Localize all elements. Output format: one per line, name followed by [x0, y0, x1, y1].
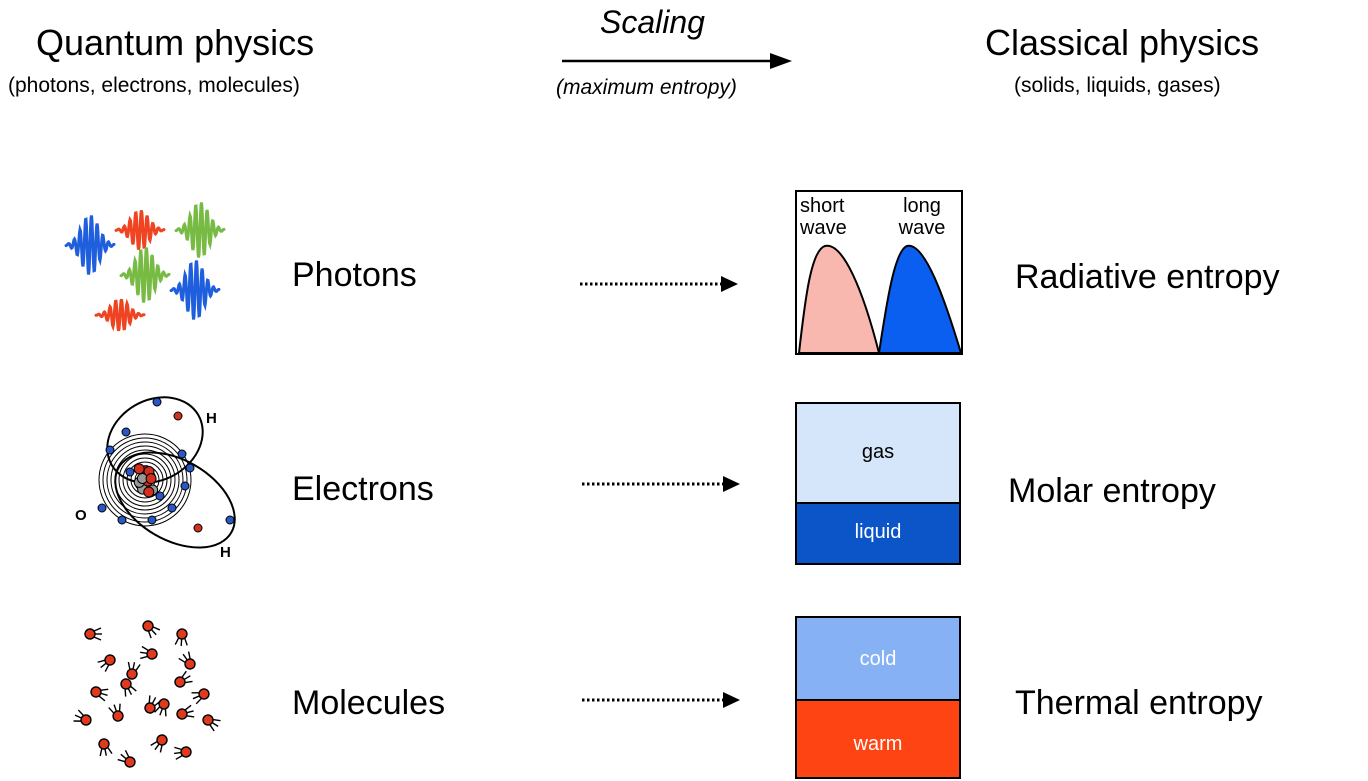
electron: [105, 445, 115, 455]
gas-molecule: [73, 709, 92, 726]
gas-molecule: [108, 703, 124, 722]
gas-molecule: [174, 746, 192, 760]
scaling-arrow: [562, 53, 792, 69]
photons-label: Photons: [292, 256, 417, 294]
photon-packet: [169, 260, 221, 320]
long-wave-label-line1: long: [903, 195, 941, 217]
molecules-gas-icon: [73, 620, 221, 768]
scaling-sublabel: (maximum entropy): [556, 76, 737, 99]
radiative-spectrum-diagram: [795, 190, 963, 355]
temperature-diagram: [795, 616, 961, 779]
orbit-ring: [114, 451, 236, 549]
long-wave-label-line2: wave: [898, 217, 946, 239]
nucleon: [143, 486, 155, 498]
photon-packet: [114, 210, 166, 250]
photon-packet: [119, 247, 171, 303]
electron: [152, 397, 162, 407]
nucleon: [133, 463, 145, 475]
gas-molecule: [120, 678, 137, 697]
gas-molecule: [174, 670, 193, 688]
cold-region: [795, 616, 961, 701]
photon-packet: [174, 202, 226, 258]
electron: [147, 515, 157, 525]
warm-region: [795, 699, 961, 779]
hydrogen-bottom-label: H: [220, 544, 231, 561]
electron: [117, 515, 127, 525]
electron: [121, 427, 131, 437]
quantum-physics-title: Quantum physics: [36, 22, 315, 63]
short-wave-label-line2: wave: [800, 217, 847, 239]
photons-wave-icon: [64, 202, 226, 332]
molar-entropy-label: Molar entropy: [1008, 472, 1216, 510]
oxygen-label: O: [75, 507, 87, 524]
gas-molecule: [154, 698, 170, 717]
electron-shell: [118, 453, 172, 507]
photon-packet: [64, 215, 116, 275]
electron-shell: [106, 441, 184, 519]
gas-molecule: [98, 738, 113, 757]
gas-molecule: [150, 734, 168, 753]
electron: [185, 463, 195, 473]
long-wave-label: long wave: [884, 195, 960, 239]
electron-shell: [98, 433, 192, 527]
electron: [97, 503, 107, 513]
electron: [177, 449, 187, 459]
quantum-physics-subtitle: (photons, electrons, molecules): [8, 74, 300, 97]
gas-molecule: [176, 704, 195, 720]
short-wave-peak: [797, 244, 881, 354]
electron: [225, 515, 235, 525]
gas-molecule: [144, 695, 161, 714]
photon-packet: [94, 298, 146, 332]
proton: [193, 523, 203, 533]
gas-molecule: [140, 645, 158, 660]
proton: [173, 411, 183, 421]
scaling-label: Scaling: [600, 4, 705, 40]
molecules-dotted-arrow: [582, 692, 740, 708]
nucleon: [145, 473, 157, 485]
photons-dotted-arrow: [580, 276, 738, 292]
gas-region: [795, 402, 961, 504]
electron-shell: [122, 457, 168, 503]
gas-molecule: [97, 654, 116, 672]
gas-molecule: [90, 686, 109, 702]
electrons-dotted-arrow: [582, 476, 740, 492]
gas-molecule: [126, 661, 141, 680]
liquid-label: liquid: [854, 521, 902, 543]
gas-molecule: [202, 714, 221, 732]
thermal-entropy-label: Thermal entropy: [1015, 684, 1263, 722]
gas-molecule: [191, 688, 210, 705]
electron: [167, 503, 177, 513]
electron-shell: [102, 437, 188, 523]
classical-physics-subtitle: (solids, liquids, gases): [1014, 74, 1221, 97]
radiative-entropy-label: Radiative entropy: [1015, 258, 1280, 296]
electrons-label: Electrons: [292, 470, 434, 508]
electron: [125, 467, 135, 477]
warm-label: warm: [853, 733, 903, 755]
gas-molecule: [117, 750, 136, 768]
hydrogen-top-label: H: [206, 410, 217, 427]
electron-shell: [114, 449, 176, 511]
gas-molecule: [142, 620, 161, 639]
electron: [180, 481, 190, 491]
molecules-label: Molecules: [292, 684, 446, 722]
electron-shell: [110, 445, 180, 515]
electron: [155, 491, 165, 501]
water-atom-icon: [97, 396, 236, 549]
gas-molecule: [174, 628, 188, 647]
short-wave-label-line1: short: [800, 195, 845, 217]
gas-molecule: [84, 627, 102, 641]
long-wave-peak: [877, 244, 963, 354]
electron-shell: [126, 461, 164, 499]
gas-molecule: [178, 651, 196, 670]
cold-label: cold: [859, 648, 897, 670]
short-wave-label: short wave: [800, 195, 847, 239]
gas-label: gas: [861, 441, 895, 463]
classical-physics-title: Classical physics: [985, 22, 1260, 63]
phase-diagram: [795, 402, 961, 565]
liquid-region: [795, 502, 961, 565]
